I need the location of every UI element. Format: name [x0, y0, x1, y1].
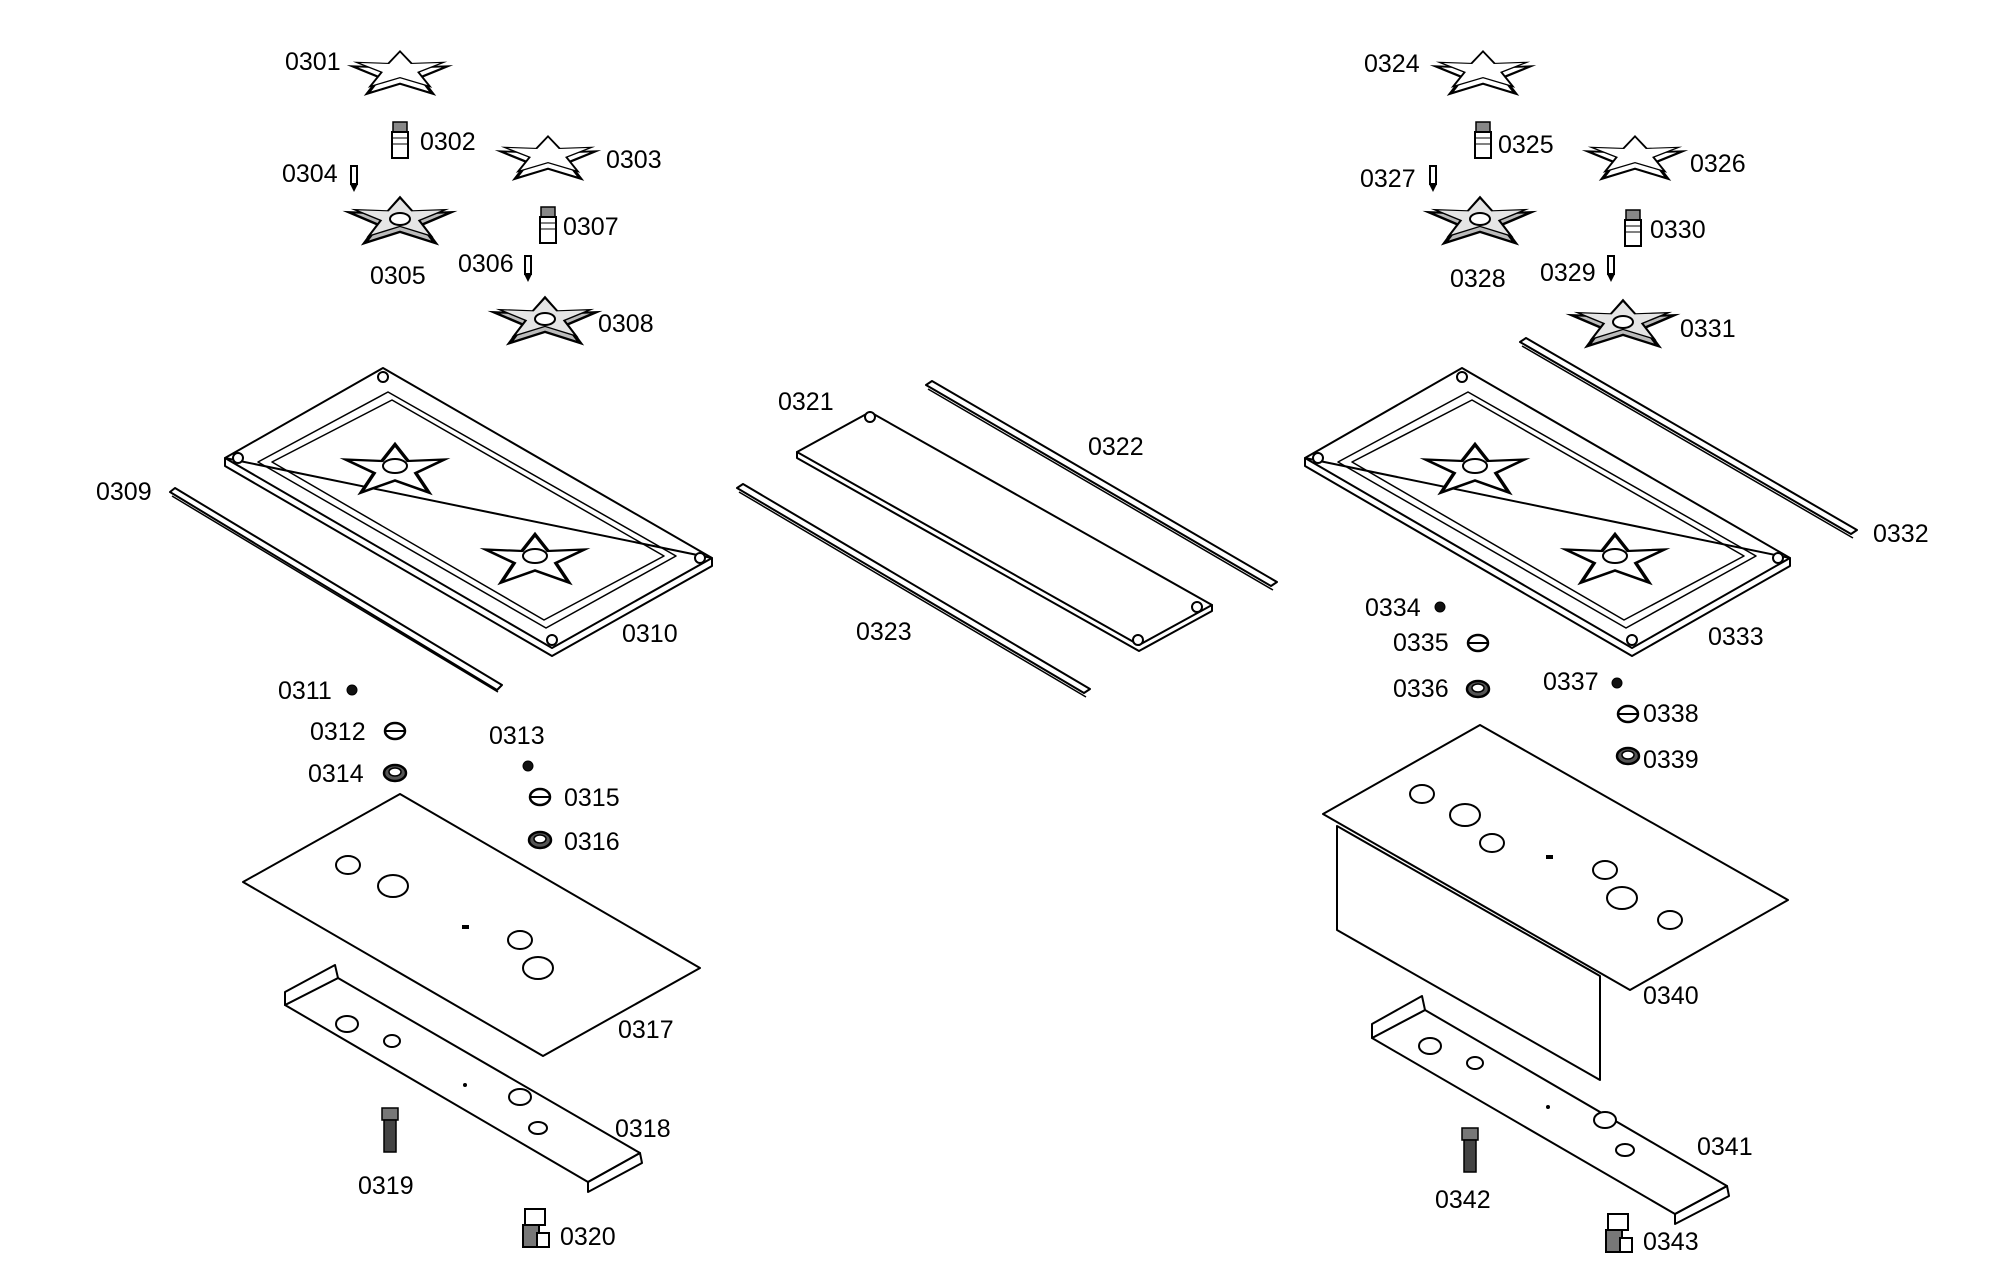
label-0315: 0315 — [564, 784, 620, 812]
part-0328-burner — [1429, 198, 1532, 243]
label-0306: 0306 — [458, 250, 514, 278]
label-0308: 0308 — [598, 310, 654, 338]
part-0314-seal-ring — [382, 763, 408, 783]
label-0310: 0310 — [622, 620, 678, 648]
label-0324: 0324 — [1364, 50, 1420, 78]
part-0306-thermocouple — [523, 255, 533, 283]
label-0319: 0319 — [358, 1172, 414, 1200]
label-0321: 0321 — [778, 388, 834, 416]
label-0309: 0309 — [96, 478, 152, 506]
label-0312: 0312 — [310, 718, 366, 746]
label-0311: 0311 — [278, 677, 332, 705]
label-0304: 0304 — [282, 160, 338, 188]
part-0319-bolt — [381, 1107, 399, 1153]
part-0335-grommet — [1466, 633, 1490, 653]
part-0311-screw — [346, 684, 358, 696]
label-0322: 0322 — [1088, 433, 1144, 461]
label-0328: 0328 — [1450, 265, 1506, 293]
label-0342: 0342 — [1435, 1186, 1491, 1214]
label-0336: 0336 — [1393, 675, 1449, 703]
label-0318: 0318 — [615, 1115, 671, 1143]
label-0316: 0316 — [564, 828, 620, 856]
part-0305-burner — [349, 198, 452, 243]
part-0302-injector — [391, 121, 409, 159]
part-0310-burner-tray — [224, 367, 713, 657]
label-0341: 0341 — [1697, 1133, 1753, 1161]
part-0341-valve-bracket — [1371, 995, 1730, 1225]
part-0301-burner-cap — [353, 51, 448, 93]
part-0343-gas-valve — [1605, 1213, 1633, 1253]
label-0327: 0327 — [1360, 165, 1416, 193]
label-0301: 0301 — [285, 48, 341, 76]
label-0314: 0314 — [308, 760, 364, 788]
label-0323: 0323 — [856, 618, 912, 646]
label-0313: 0313 — [489, 722, 545, 750]
part-0320-gas-valve — [522, 1208, 550, 1248]
part-0333-burner-tray — [1304, 367, 1791, 657]
part-0318-valve-bracket — [284, 964, 643, 1193]
label-0332: 0332 — [1873, 520, 1929, 548]
part-0334-screw — [1434, 601, 1446, 613]
part-0322-side-rail — [925, 380, 1278, 591]
label-0330: 0330 — [1650, 216, 1706, 244]
label-0325: 0325 — [1498, 131, 1554, 159]
label-0302: 0302 — [420, 128, 476, 156]
label-0339: 0339 — [1643, 746, 1699, 774]
part-0338-grommet — [1616, 704, 1640, 724]
part-0337-screw — [1611, 677, 1623, 689]
label-0337: 0337 — [1543, 668, 1599, 696]
part-0329-thermocouple — [1606, 255, 1616, 283]
part-0330-injector — [1624, 209, 1642, 247]
part-0323-side-rail — [736, 483, 1091, 698]
part-0315-grommet — [528, 787, 552, 807]
label-0335: 0335 — [1393, 629, 1449, 657]
part-0317-top-plate — [242, 793, 701, 1057]
label-0317: 0317 — [618, 1016, 674, 1044]
part-0307-injector — [539, 206, 557, 244]
part-0340-top-plate-box — [1322, 724, 1789, 1081]
part-0313-screw — [522, 760, 534, 772]
label-0338: 0338 — [1643, 700, 1699, 728]
label-0326: 0326 — [1690, 150, 1746, 178]
label-0320: 0320 — [560, 1223, 616, 1251]
part-0303-burner-cap — [501, 136, 596, 178]
part-0327-thermocouple — [1428, 165, 1438, 193]
part-0309-side-rail — [169, 487, 503, 693]
label-0340: 0340 — [1643, 982, 1699, 1010]
part-0304-thermocouple — [349, 165, 359, 193]
part-0312-grommet — [383, 721, 407, 741]
label-0343: 0343 — [1643, 1228, 1699, 1256]
part-0308-burner — [494, 298, 597, 343]
label-0334: 0334 — [1365, 594, 1421, 622]
part-0332-side-rail — [1519, 337, 1858, 539]
part-0331-burner — [1572, 301, 1675, 346]
part-0324-burner-cap — [1436, 51, 1531, 93]
part-0342-bolt — [1461, 1127, 1479, 1173]
label-0305: 0305 — [370, 262, 426, 290]
part-0326-burner-cap — [1588, 136, 1683, 178]
label-0329: 0329 — [1540, 259, 1596, 287]
label-0303: 0303 — [606, 146, 662, 174]
label-0333: 0333 — [1708, 623, 1764, 651]
part-0325-injector — [1474, 121, 1492, 159]
part-0339-seal-ring — [1615, 746, 1641, 766]
label-0331: 0331 — [1680, 315, 1736, 343]
part-0336-seal-ring — [1465, 679, 1491, 699]
label-0307: 0307 — [563, 213, 619, 241]
part-0316-seal-ring — [527, 830, 553, 850]
part-0321-front-panel — [796, 411, 1213, 652]
